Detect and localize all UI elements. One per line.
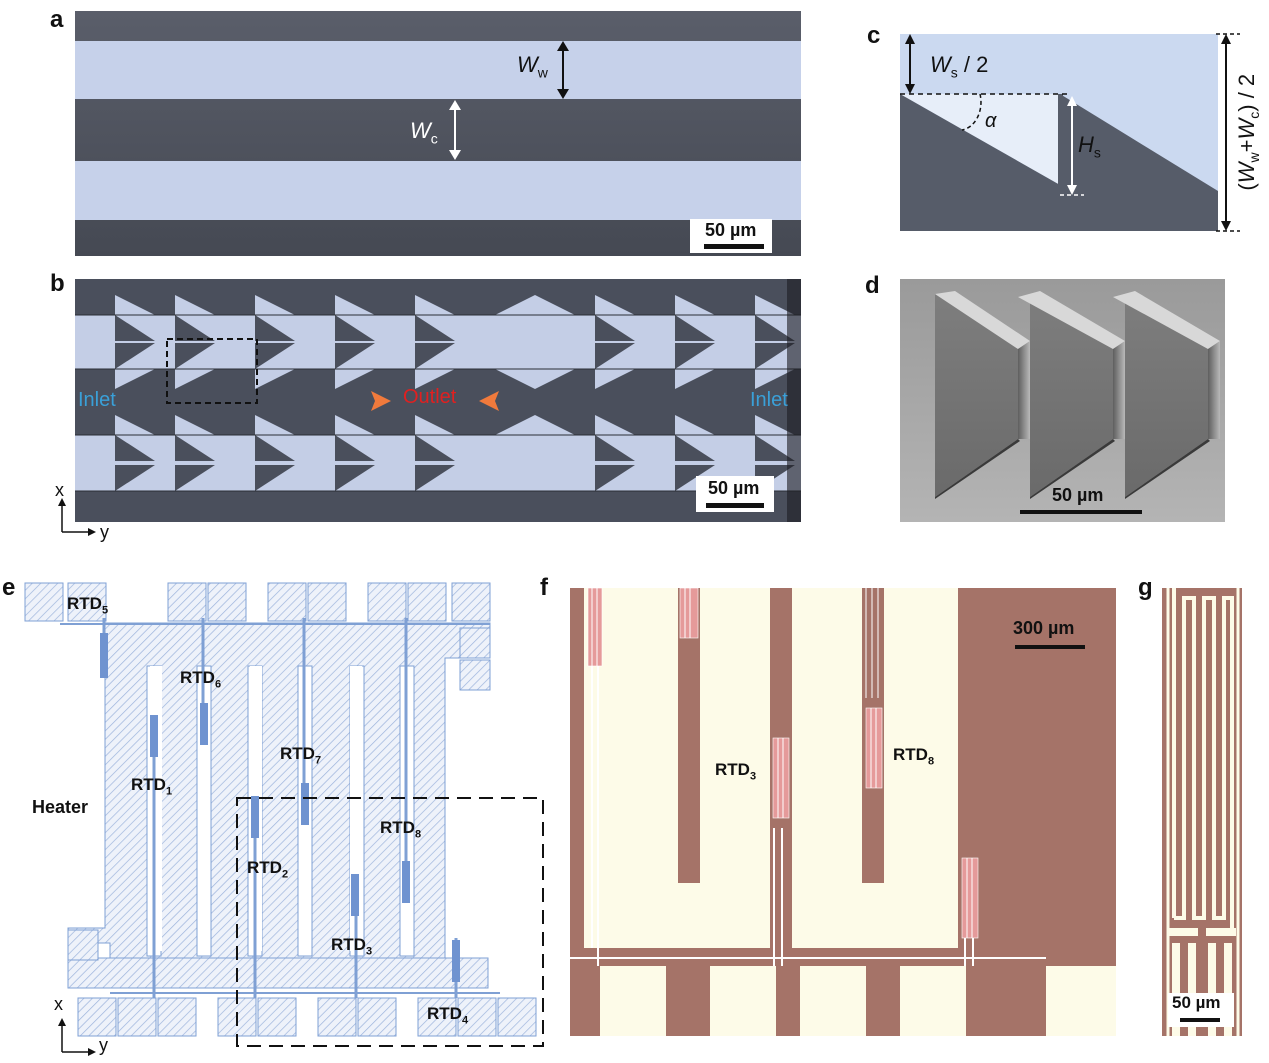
panel-a-scalebar: 50 µm [690,219,772,253]
rtd2-label: RTD2 [247,858,289,881]
panel-a-letter: a [50,6,64,33]
panel-d-sem-image [900,279,1225,522]
f-rtd8-label: RTD8 [893,745,935,768]
panel-e-axis-x: x [54,994,63,1014]
panel-b-axes [58,498,96,536]
rtd6-label: RTD6 [180,668,222,691]
panel-f-scalebar [1015,645,1085,649]
rtd3-label: RTD3 [331,935,373,958]
panel-b-letter: b [50,270,65,297]
inlet-right-label: Inlet [750,389,788,411]
inlet-left-label: Inlet [78,389,116,411]
panel-e-letter: e [2,574,16,601]
total-width-label: (Ww+Wc) / 2 [1233,73,1263,191]
ww-label: Ww [517,52,548,81]
panel-c-letter: c [867,22,881,49]
panel-b-scalebar: 50 µm [696,476,774,512]
panel-a-image [75,11,801,256]
panel-f-letter: f [540,574,548,601]
panel-f-scale-label: 300 µm [1013,618,1075,638]
rtd5-label: RTD5 [67,594,109,617]
rtd1-label: RTD1 [131,775,173,798]
panel-g-letter: g [1138,574,1153,601]
panel-f-micrograph [570,588,1116,1036]
rtd8-label: RTD8 [380,818,422,841]
wc-label: Wc [410,118,438,147]
sem-sawtooth [935,291,1220,499]
f-rtd3-label: RTD3 [715,760,757,783]
ws-half-label: Ws / 2 [930,52,989,81]
panel-e-layout [24,582,544,1047]
heater-label: Heater [32,797,89,817]
panel-e-axes [58,1018,96,1056]
alpha-label: α [985,110,997,132]
channel-stripe [75,161,801,220]
panel-d-letter: d [865,272,880,299]
rtd7-label: RTD7 [280,744,322,767]
panel-g-micrograph [1162,588,1242,1036]
channel-stripe [75,41,801,99]
panel-g-scalebar: 50 µm [1168,993,1234,1027]
rtd4-label: RTD4 [427,1004,469,1027]
axis-x-label: x [55,480,64,500]
hs-label: Hs [1078,132,1101,161]
outlet-label: Outlet [403,386,457,408]
panel-b-image [75,279,801,522]
panel-e-axis-y: y [99,1035,108,1055]
panel-d-scale-label: 50 µm [1052,485,1104,505]
unit-cell-box [166,338,258,404]
axis-y-label: y [100,522,109,542]
panel-c-diagram [900,33,1240,232]
panel-d-scalebar [1020,510,1142,514]
zoom-region-box [236,797,544,1047]
